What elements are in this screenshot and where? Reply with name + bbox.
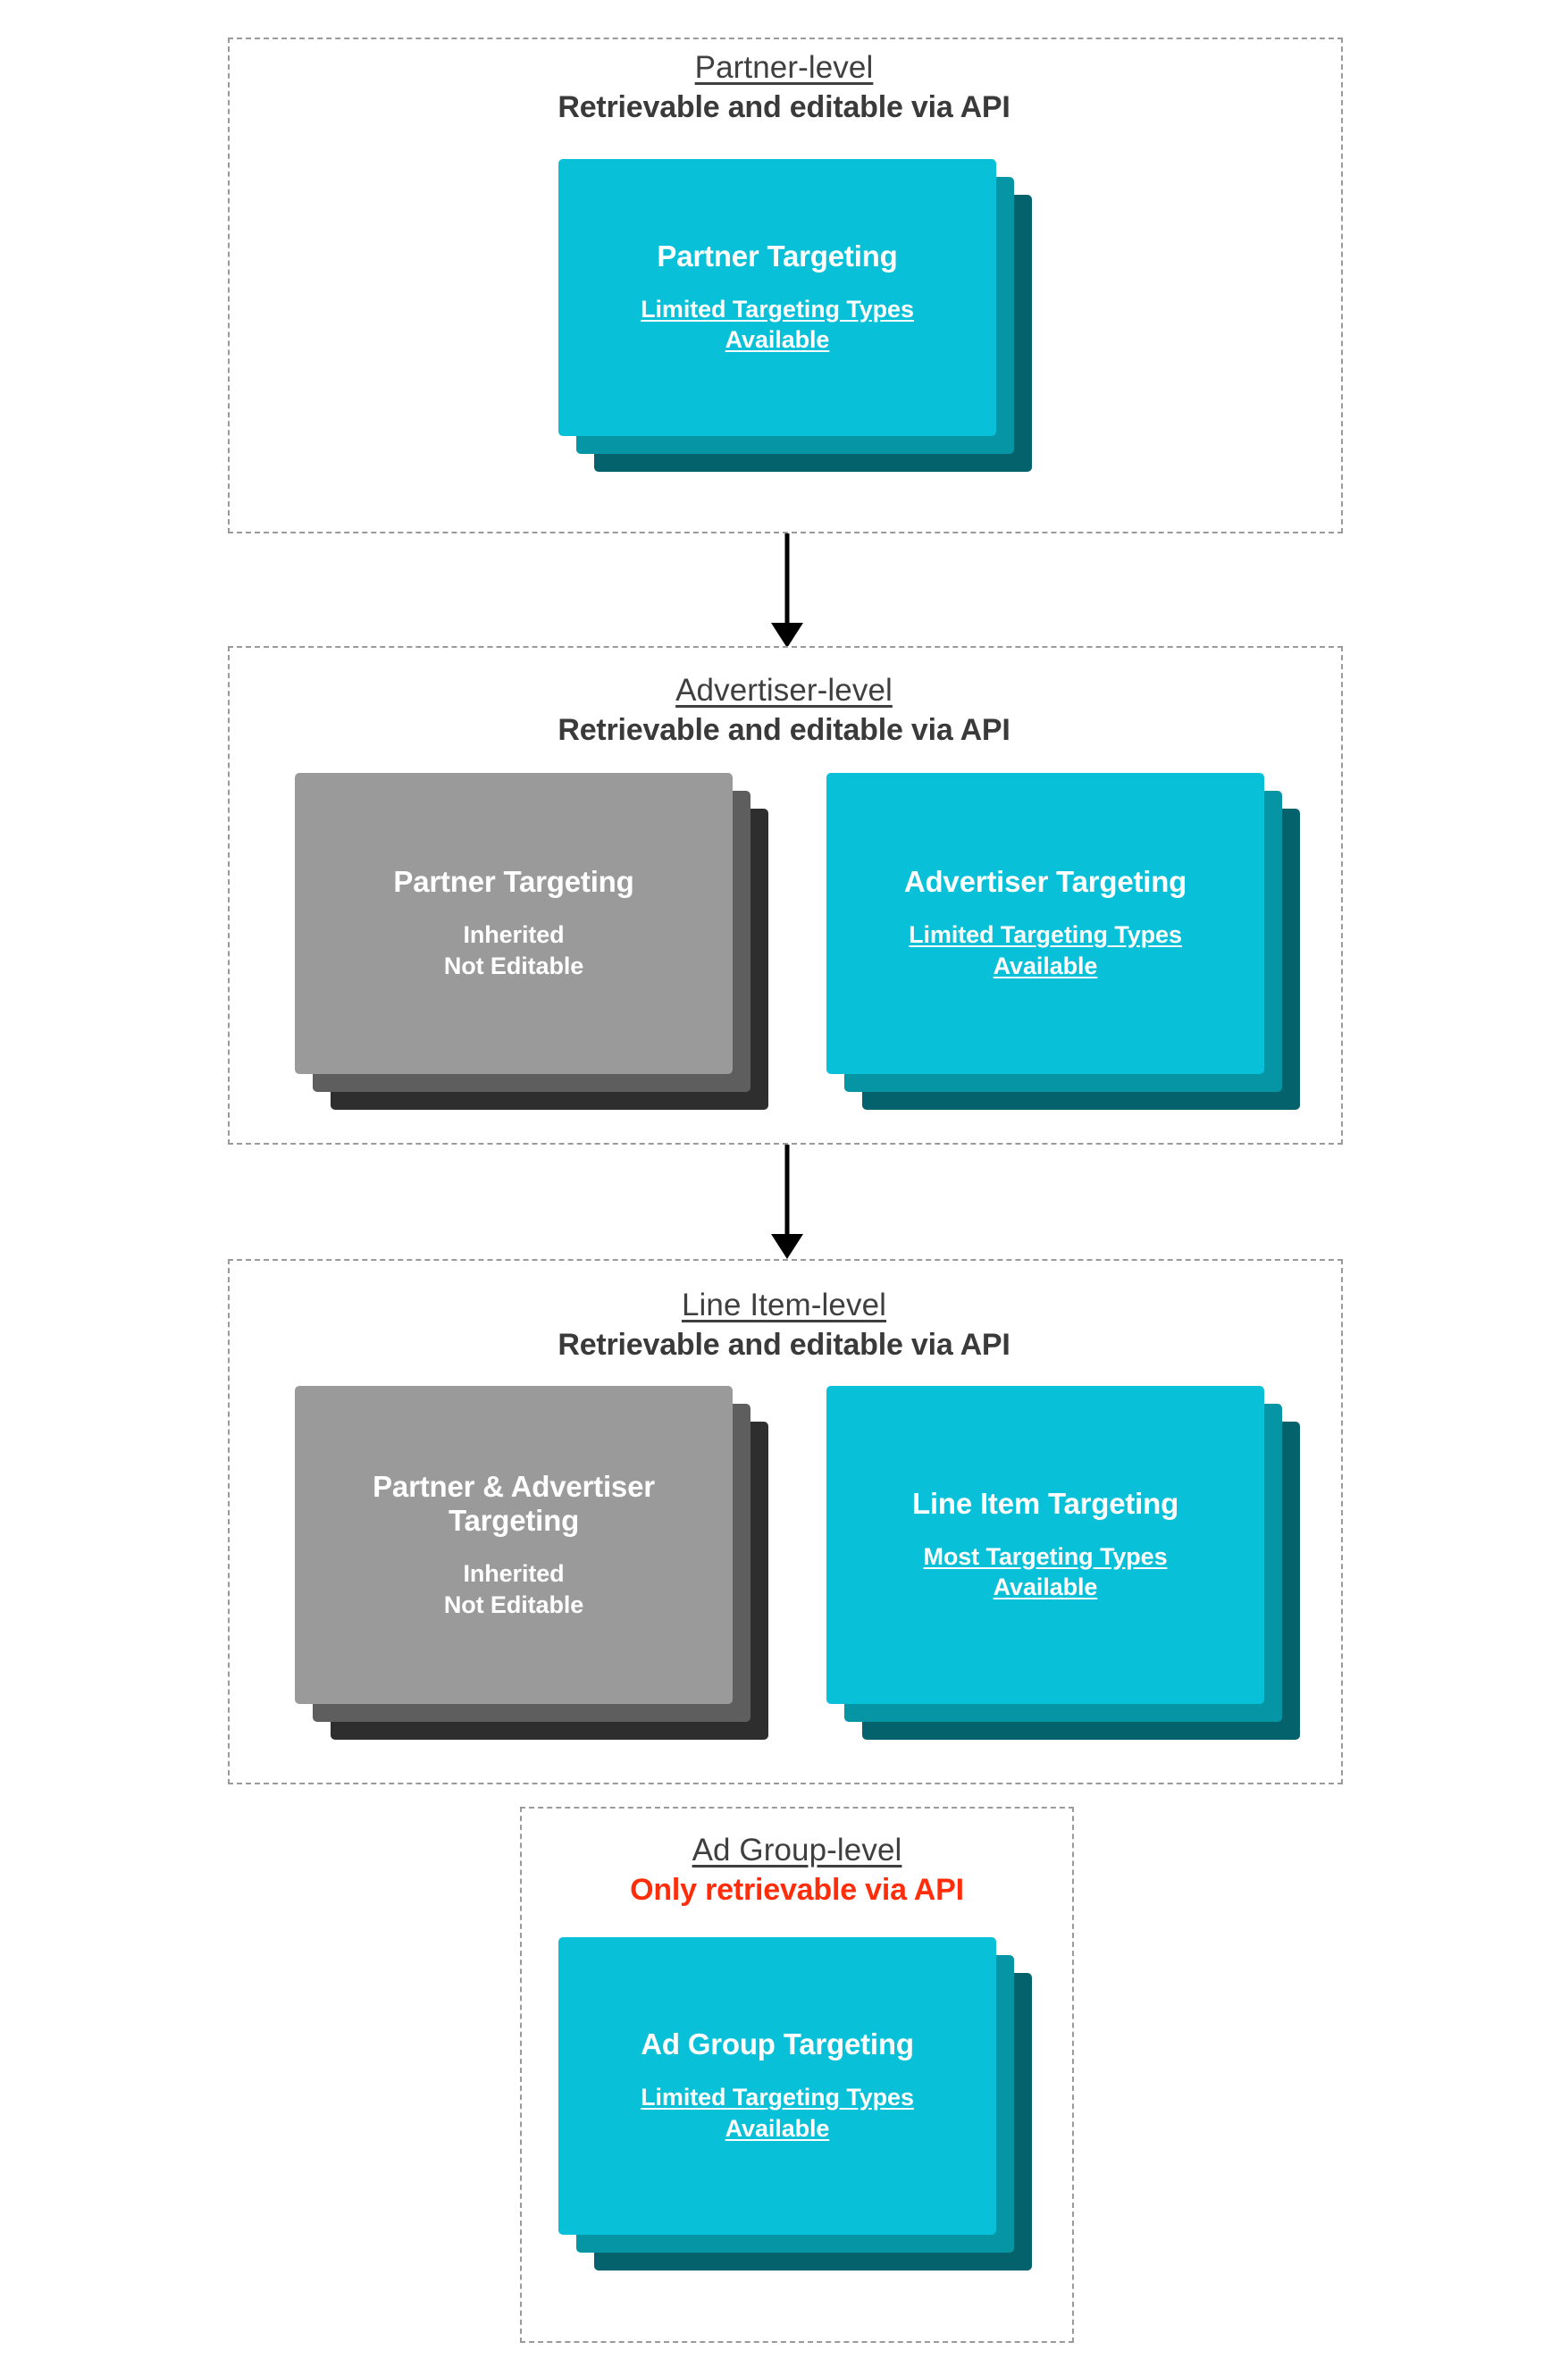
card-inherited-partner-targeting[interactable]: Partner Targeting Inherited Not Editable bbox=[295, 773, 733, 1074]
card-subtitle-line-1: Inherited bbox=[463, 921, 565, 949]
card-line-item-targeting[interactable]: Line Item Targeting Most Targeting Types… bbox=[826, 1386, 1264, 1704]
card-subtitle-line-2: Available bbox=[725, 2114, 830, 2142]
card-subtitle: Most Targeting Types Available bbox=[923, 1541, 1167, 1603]
card-stack-ad-group-targeting: Ad Group Targeting Limited Targeting Typ… bbox=[558, 1937, 1032, 2272]
card-subtitle-line-2: Not Editable bbox=[443, 1591, 584, 1618]
card-partner-targeting[interactable]: Partner Targeting Limited Targeting Type… bbox=[558, 159, 996, 436]
card-stack-inherited-partner-advertiser-targeting: Partner & Advertiser Targeting Inherited… bbox=[295, 1386, 768, 1742]
level-box-advertiser bbox=[228, 646, 1343, 1145]
card-subtitle-line-1: Limited Targeting Types bbox=[909, 921, 1182, 949]
card-title: Ad Group Targeting bbox=[641, 2027, 914, 2061]
card-advertiser-targeting[interactable]: Advertiser Targeting Limited Targeting T… bbox=[826, 773, 1264, 1074]
card-subtitle-line-2: Available bbox=[993, 952, 1098, 979]
card-subtitle-line-2: Available bbox=[993, 1574, 1098, 1601]
card-subtitle: Inherited Not Editable bbox=[444, 1558, 583, 1620]
card-subtitle: Limited Targeting Types Available bbox=[641, 2082, 914, 2144]
card-subtitle-line-2: Not Editable bbox=[443, 952, 584, 979]
card-title: Advertiser Targeting bbox=[903, 865, 1187, 899]
level-box-ad-group bbox=[520, 1807, 1074, 2343]
arrow-partner-to-advertiser bbox=[771, 533, 803, 648]
card-title: Partner Targeting bbox=[657, 239, 898, 273]
card-title: Partner & Advertiser Targeting bbox=[373, 1469, 655, 1538]
level-box-partner bbox=[228, 38, 1343, 533]
card-stack-advertiser-targeting: Advertiser Targeting Limited Targeting T… bbox=[826, 773, 1300, 1112]
card-subtitle-line-2: Available bbox=[725, 326, 830, 354]
card-title: Line Item Targeting bbox=[911, 1486, 1179, 1520]
card-stack-partner-targeting: Partner Targeting Limited Targeting Type… bbox=[558, 159, 1032, 472]
card-stack-line-item-targeting: Line Item Targeting Most Targeting Types… bbox=[826, 1386, 1300, 1742]
card-stack-inherited-partner-targeting: Partner Targeting Inherited Not Editable bbox=[295, 773, 768, 1112]
card-subtitle: Inherited Not Editable bbox=[444, 919, 583, 981]
card-title: Partner Targeting bbox=[393, 865, 634, 899]
card-subtitle-line-1: Limited Targeting Types bbox=[641, 2084, 914, 2111]
card-subtitle-line-1: Most Targeting Types bbox=[923, 1542, 1168, 1570]
card-subtitle-line-1: Inherited bbox=[463, 1560, 565, 1588]
card-inherited-partner-advertiser-targeting[interactable]: Partner & Advertiser Targeting Inherited… bbox=[295, 1386, 733, 1704]
card-subtitle-line-1: Limited Targeting Types bbox=[641, 295, 914, 323]
arrow-advertiser-to-line-item bbox=[771, 1145, 803, 1259]
card-subtitle: Limited Targeting Types Available bbox=[909, 919, 1182, 981]
card-subtitle: Limited Targeting Types Available bbox=[641, 294, 914, 356]
level-box-line-item bbox=[228, 1259, 1343, 1784]
card-ad-group-targeting[interactable]: Ad Group Targeting Limited Targeting Typ… bbox=[558, 1937, 996, 2235]
